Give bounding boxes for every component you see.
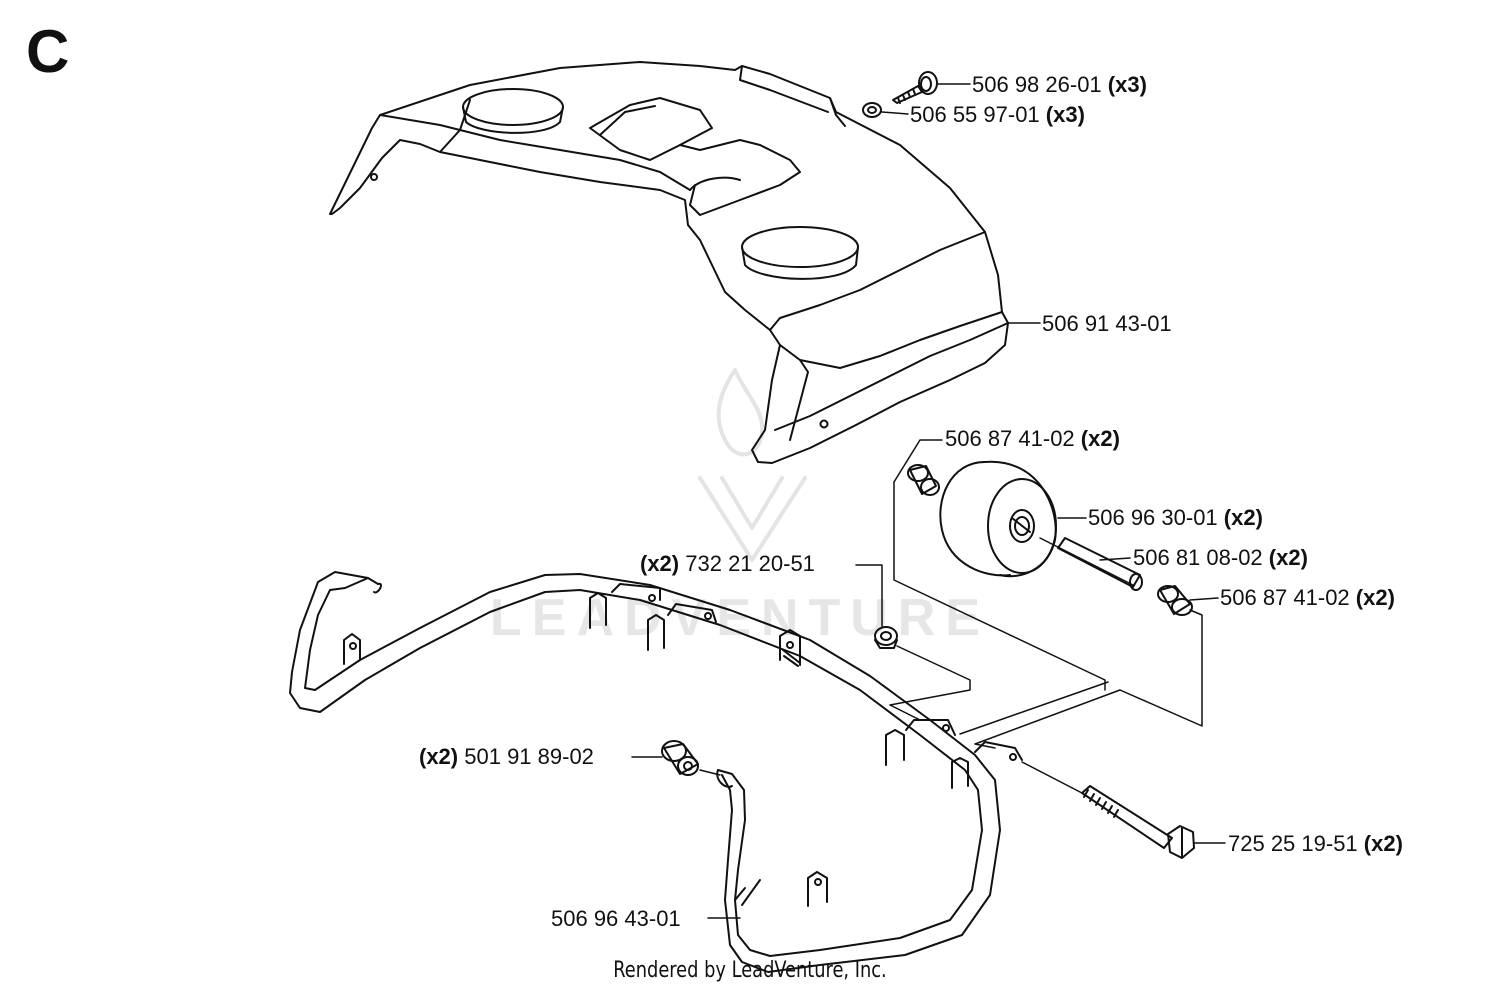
leader-lines [631,83,1226,919]
callout-part-number: 725 25 19-51 [1228,831,1358,856]
spacer-part-top [907,464,940,496]
wheel-part [939,460,1057,578]
callout-part-number: 506 96 30-01 [1088,505,1218,530]
spacer-part-bottom [1157,585,1193,616]
callout-quantity: (x2) [1355,585,1395,610]
callout-washer: 506 55 97-01 (x3) [910,104,1085,126]
nut-part [874,626,898,649]
watermark-logo-icon [698,368,807,562]
callout-part-number: 732 21 20-51 [685,551,815,576]
callout-part-number: 506 55 97-01 [910,102,1040,127]
callout-quantity: (x2) [1223,505,1263,530]
hood-cover-part [329,61,1009,464]
callout-part-number: 506 91 43-01 [1042,311,1172,336]
callout-screw: 506 98 26-01 (x3) [972,74,1147,96]
screw-part [892,71,938,104]
bumper-frame-part [289,571,1023,973]
callout-spacer-top: 506 87 41-02 (x2) [945,428,1120,450]
washer-part [862,102,882,118]
callout-bolt: 725 25 19-51 (x2) [1228,833,1403,855]
bolt-part [1081,785,1195,859]
watermark-text: LEADVENTURE [490,589,991,647]
callout-part-number: 506 98 26-01 [972,72,1102,97]
axle-part [1057,537,1143,591]
callout-quantity: (x3) [1045,102,1085,127]
callout-wheel: 506 96 30-01 (x2) [1088,507,1263,529]
callout-quantity: (x2) [1080,426,1120,451]
footer-credit: Rendered by LeadVenture, Inc. [613,958,887,983]
callout-quantity: (x3) [1107,72,1147,97]
callout-bushing: (x2) 501 91 89-02 [419,746,594,768]
callout-part-number: 506 96 43-01 [551,906,681,931]
callout-quantity: (x2) [419,744,459,769]
assembly-guide-lines [699,481,1203,794]
callout-part-number: 501 91 89-02 [464,744,594,769]
callout-nut: (x2) 732 21 20-51 [640,553,815,575]
callout-part-number: 506 87 41-02 [1220,585,1350,610]
callout-hood: 506 91 43-01 [1042,313,1172,335]
callout-quantity: (x2) [1268,545,1308,570]
callout-quantity: (x2) [1363,831,1403,856]
bushing-part [661,740,699,776]
section-label: C [26,18,70,85]
callout-spacer-bottom: 506 87 41-02 (x2) [1220,587,1395,609]
callout-quantity: (x2) [640,551,680,576]
callout-axle: 506 81 08-02 (x2) [1133,547,1308,569]
callout-bumper-frame: 506 96 43-01 [551,908,681,930]
callout-part-number: 506 87 41-02 [945,426,1075,451]
callout-part-number: 506 81 08-02 [1133,545,1263,570]
